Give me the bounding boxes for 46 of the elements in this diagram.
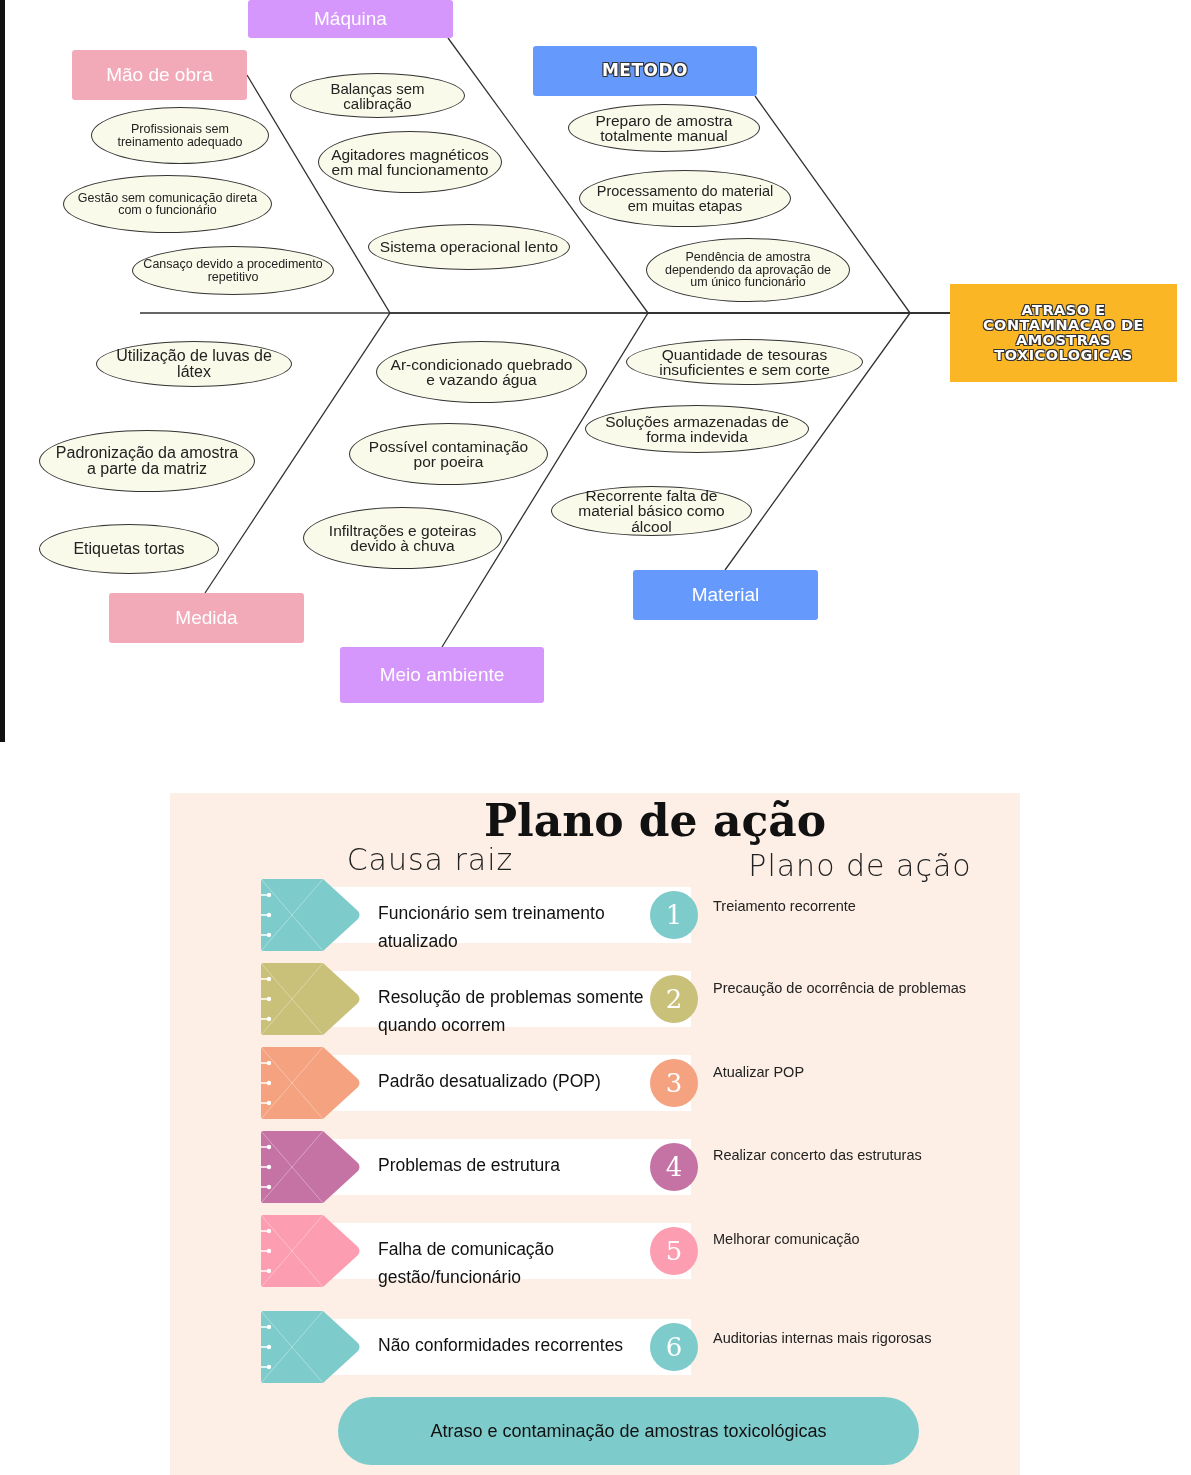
cause-ribbon — [261, 963, 691, 1035]
cause-text: Funcionário sem treinamento atualizado — [378, 902, 606, 953]
cause-ellipse: Pendência de amostra dependendo da aprovação de um único funcionário — [646, 238, 850, 302]
problem-pill: Atraso e contaminação de amostras toxicológicas — [338, 1397, 919, 1465]
cause-ellipse: Cansaço devido a procedimento repetitivo — [132, 246, 334, 295]
cause-ribbon — [261, 1311, 691, 1383]
cause-ellipse: Padronização da amostra a parte da matriz — [39, 430, 255, 492]
category-box: Material — [633, 570, 818, 620]
cause-text: Padrão desatualizado (POP) — [378, 1070, 602, 1093]
cause-text: Resolução de problemas somente quando ocorrem — [378, 986, 645, 1037]
column-heading: Plano de ação — [747, 848, 973, 883]
cause-text: Falha de comunicação gestão/funcionário — [378, 1238, 556, 1289]
cause-ellipse: Balanças sem calibração — [290, 73, 465, 118]
action-text: Precaução de ocorrência de problemas — [713, 980, 968, 996]
cause-text: Problemas de estrutura — [378, 1154, 561, 1177]
panel-background — [170, 793, 1020, 1475]
cause-ellipse: Sistema operacional lento — [368, 224, 570, 270]
category-box: Máquina — [248, 0, 453, 38]
cause-ellipse: Profissionais sem treinamento adequado — [91, 107, 269, 164]
cause-ellipse: Possível contaminação por poeira — [349, 423, 548, 485]
cause-ellipse: Etiquetas tortas — [39, 524, 219, 574]
cause-ribbon — [261, 1131, 691, 1203]
cause-ellipse: Preparo de amostra totalmente manual — [568, 104, 760, 152]
category-box: Mão de obra — [72, 50, 247, 100]
action-text: Atualizar POP — [713, 1064, 806, 1080]
action-text: Realizar concerto das estruturas — [713, 1147, 923, 1163]
action-text: Auditorias internas mais rigorosas — [713, 1330, 933, 1346]
category-box: Meio ambiente — [340, 647, 544, 703]
cause-ellipse: Utilização de luvas de látex — [96, 341, 292, 387]
cause-ellipse: Soluções armazenadas de forma indevida — [585, 405, 809, 453]
action-text: Melhorar comunicação — [713, 1231, 861, 1247]
cause-ellipse: Ar-condicionado quebrado e vazando água — [376, 341, 587, 403]
cause-ribbon — [261, 879, 691, 951]
cause-ellipse: Quantidade de tesouras insuficientes e sem corte — [626, 339, 863, 385]
cause-ellipse: Recorrente falta de material básico como álcool — [551, 486, 752, 536]
category-box: METODO — [533, 46, 757, 96]
cause-ellipse: Infiltrações e goteiras devido à chuva — [303, 507, 502, 569]
action-text: Treiamento recorrente — [713, 898, 857, 914]
cause-ribbon — [261, 1047, 691, 1119]
cause-text: Não conformidades recorrentes — [378, 1334, 625, 1357]
cause-ellipse: Agitadores magnéticos em mal funcionamento — [318, 131, 502, 193]
cause-ellipse: Gestão sem comunicação direta com o funcionário — [63, 175, 272, 233]
effect-box: ATRASO E CONTAMNACAO DE AMOSTRAS TOXICOLOGICAS — [950, 284, 1177, 382]
category-box: Medida — [109, 593, 304, 643]
cause-ribbon — [261, 1215, 691, 1287]
cause-ellipse: Processamento do material em muitas etapas — [579, 170, 791, 227]
